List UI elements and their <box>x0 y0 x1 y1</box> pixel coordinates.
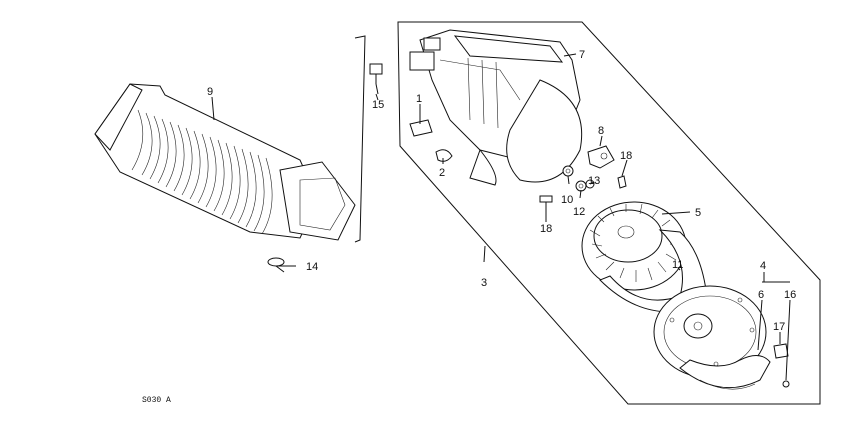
callout-4: 4 <box>760 260 766 272</box>
motor-screw <box>782 380 790 388</box>
callout-12: 12 <box>573 206 585 218</box>
blower-fan <box>581 201 687 291</box>
callout-17: 17 <box>773 321 785 333</box>
callouts: 9 14 15 1 2 3 7 8 18 13 10 12 18 5 11 4 … <box>207 49 796 333</box>
callout-16: 16 <box>784 289 796 301</box>
washer-12 <box>575 180 587 192</box>
resistor <box>587 145 615 169</box>
screw-lower <box>539 195 553 212</box>
callout-9: 9 <box>207 86 213 98</box>
air-duct <box>94 83 356 241</box>
callout-5: 5 <box>695 207 701 219</box>
leader-lines <box>211 53 791 381</box>
blower-housing <box>409 29 583 186</box>
callout-10: 10 <box>561 194 573 206</box>
clamp <box>435 149 453 162</box>
callout-15: 15 <box>372 99 384 111</box>
callout-6: 6 <box>758 289 764 301</box>
bracket <box>409 119 433 137</box>
duct-group-frame <box>354 35 366 243</box>
blower-motor <box>653 285 771 390</box>
blower-group-frame <box>397 21 821 405</box>
mounting-bolt <box>369 63 383 95</box>
diagram-code: S030 A <box>142 396 171 405</box>
nut <box>562 165 574 177</box>
callout-8: 8 <box>598 125 604 137</box>
callout-7: 7 <box>579 49 585 61</box>
callout-18-upper: 18 <box>620 150 632 162</box>
callout-18-lower: 18 <box>540 223 552 235</box>
callout-2: 2 <box>439 167 445 179</box>
duct-clip <box>267 257 285 273</box>
callout-1: 1 <box>416 93 422 105</box>
callout-11: 11 <box>672 259 683 271</box>
callout-14: 14 <box>306 261 318 273</box>
callout-3: 3 <box>481 277 487 289</box>
motor-plate <box>599 229 707 313</box>
screw-upper <box>617 175 627 189</box>
callout-13: 13 <box>588 175 600 187</box>
motor-terminal <box>773 343 789 359</box>
